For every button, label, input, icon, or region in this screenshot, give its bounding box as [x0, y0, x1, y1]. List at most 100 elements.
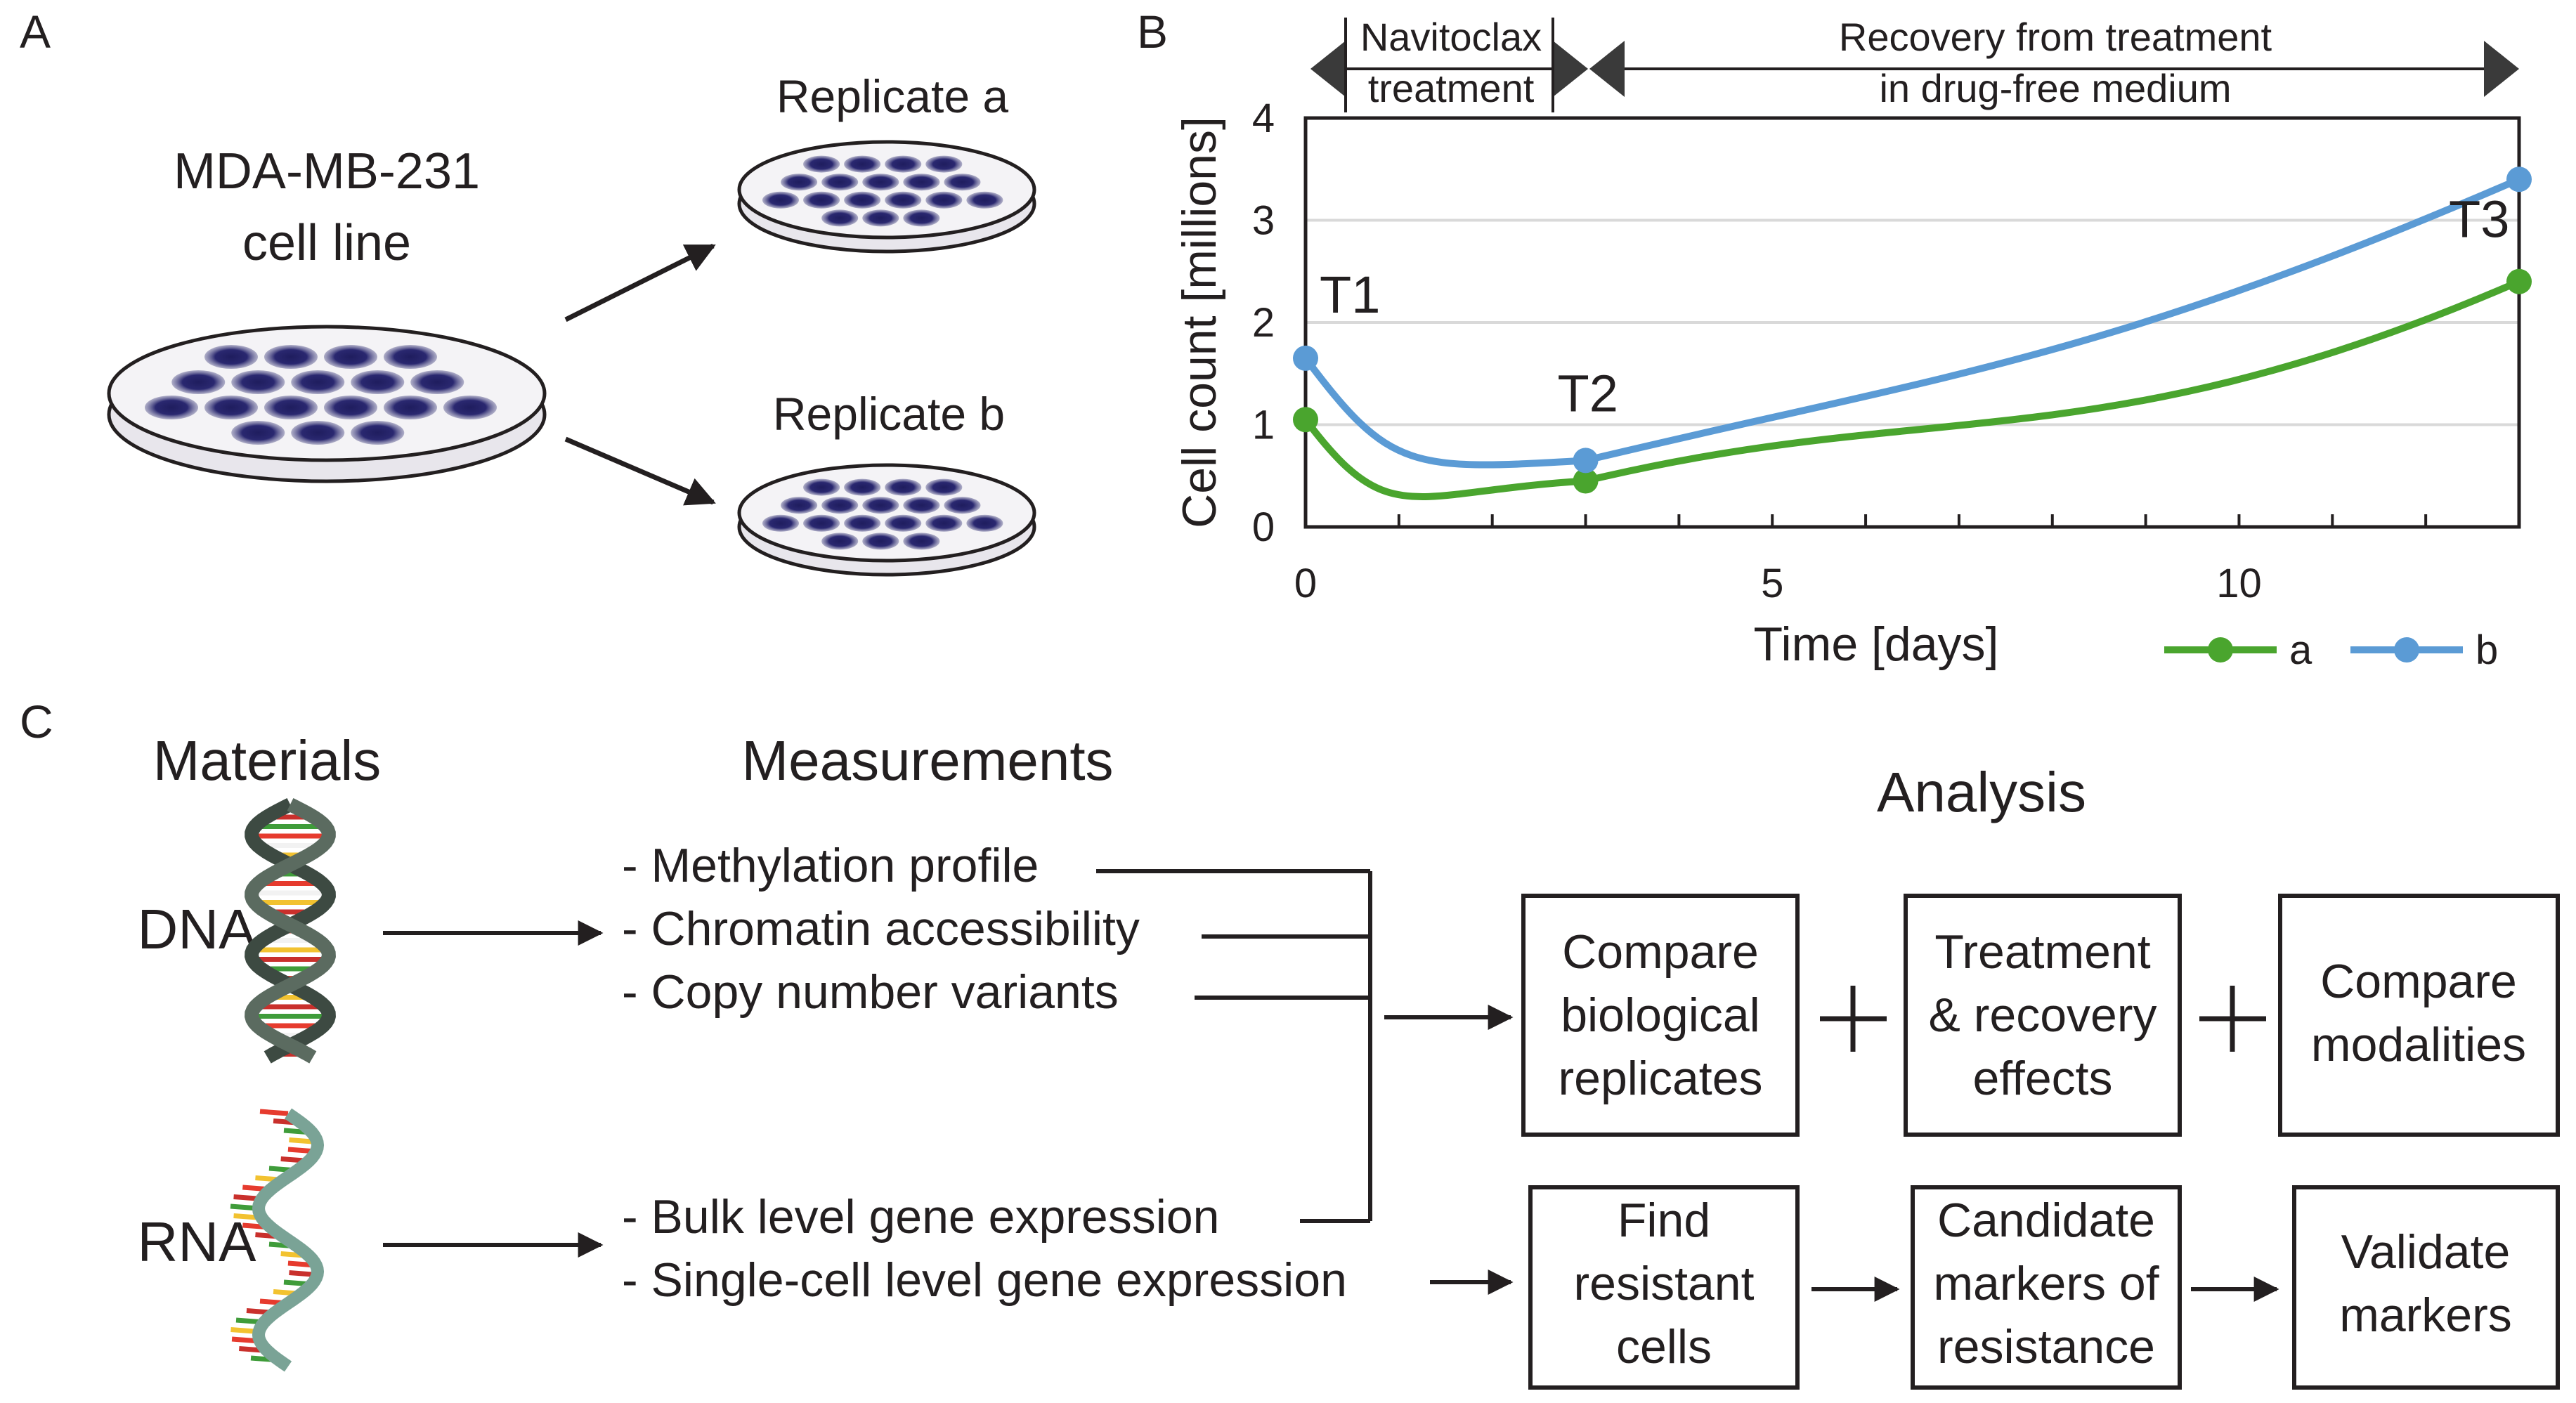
- analysis-box-find-resistant: [1528, 1185, 1800, 1390]
- cell: [885, 514, 922, 532]
- panel-a-label: A: [20, 6, 51, 58]
- legend-label: a: [2289, 627, 2312, 673]
- measurement-item: - Methylation profile: [622, 839, 1039, 892]
- cell: [821, 174, 859, 191]
- replicate-a-label: Replicate a: [776, 70, 1008, 122]
- analysis-box-line: resistant: [1574, 1257, 1755, 1310]
- x-tick-label: 10: [2216, 561, 2262, 606]
- cell: [291, 421, 345, 445]
- source-label-line1: MDA-MB-231: [174, 143, 480, 200]
- cell: [903, 497, 940, 514]
- cell: [762, 514, 799, 532]
- cell: [844, 155, 881, 173]
- dna-strand: [245, 798, 336, 1064]
- analysis-box-treatment-effects: [1904, 894, 2182, 1137]
- analysis-box-line: Compare: [2320, 955, 2517, 1008]
- cell: [944, 497, 981, 514]
- arrow-to-replicate-a: [564, 243, 716, 322]
- rna-label: RNA: [138, 1211, 257, 1273]
- panel-c: C Materials Measurements Analysis DNA RN…: [20, 696, 2560, 1390]
- measurements-header: Measurements: [741, 729, 1113, 792]
- cell: [204, 396, 258, 419]
- rna-strand-icon: [230, 1108, 325, 1372]
- dna-helix-icon: [245, 798, 336, 1064]
- cell: [171, 370, 226, 394]
- data-point-a: [1573, 468, 1599, 494]
- measurement-item: - Bulk level gene expression: [622, 1190, 1219, 1244]
- rna-measurement-list: - Bulk level gene expression - Single-ce…: [622, 1190, 1347, 1307]
- cell: [844, 514, 881, 532]
- cell: [885, 191, 922, 209]
- legend-label: b: [2476, 627, 2498, 673]
- cell: [781, 174, 818, 191]
- x-tick-label: 0: [1294, 561, 1317, 606]
- legend-marker-b: [2394, 637, 2419, 663]
- cell: [803, 155, 840, 173]
- analysis-box-line: Candidate: [1937, 1194, 2155, 1247]
- cell: [821, 209, 859, 227]
- cell: [264, 345, 318, 369]
- x-tick-label: 5: [1761, 561, 1783, 606]
- cell: [264, 396, 318, 419]
- cell: [862, 533, 899, 550]
- analysis-box-line: modalities: [2311, 1018, 2526, 1071]
- cell: [291, 370, 345, 394]
- data-point-b: [2506, 167, 2532, 192]
- panel-c-label: C: [20, 696, 53, 748]
- replicate-a-dish: [737, 140, 1036, 254]
- base: [259, 1109, 289, 1116]
- y-tick-label: 1: [1252, 403, 1275, 448]
- materials-header: Materials: [153, 729, 382, 792]
- data-point-a: [2506, 268, 2532, 294]
- rna-backbone: [252, 1108, 325, 1372]
- cell: [803, 514, 840, 532]
- cell: [821, 533, 859, 550]
- cell: [844, 191, 881, 209]
- cell: [885, 478, 922, 496]
- cell: [925, 155, 963, 173]
- analysis-box-line: markers: [2339, 1288, 2512, 1342]
- cell: [925, 191, 963, 209]
- cell: [944, 174, 981, 191]
- cell: [231, 370, 285, 394]
- source-petri-dish: [107, 325, 547, 483]
- cell-cluster: [145, 345, 497, 445]
- y-axis-label: Cell count [millions]: [1173, 117, 1226, 528]
- dna-strand: [245, 798, 336, 1064]
- analysis-box-line: resistance: [1937, 1320, 2155, 1373]
- data-point-b: [1293, 345, 1318, 371]
- cell: [443, 396, 497, 419]
- phase-recovery-arrow: [1589, 41, 2519, 97]
- data-point-a: [1293, 407, 1318, 433]
- data-point-b: [1573, 448, 1599, 474]
- cell: [862, 209, 899, 227]
- series-line-a: [1303, 278, 2520, 500]
- timepoint-label: T1: [1320, 266, 1380, 324]
- dna-label: DNA: [138, 898, 257, 960]
- y-tick-label: 0: [1252, 504, 1275, 550]
- cell: [324, 396, 377, 419]
- cell: [862, 174, 899, 191]
- cell: [145, 396, 198, 419]
- cell: [231, 421, 285, 445]
- y-tick-label: 3: [1252, 198, 1275, 244]
- panel-b: B Navitoclax treatment Recovery from tre…: [1137, 6, 2532, 673]
- analysis-box-candidate-markers: [1911, 1185, 2182, 1390]
- phase-treatment-line2: treatment: [1368, 66, 1535, 110]
- analysis-box-line: effects: [1972, 1052, 2112, 1105]
- cell: [903, 533, 940, 550]
- cell: [862, 497, 899, 514]
- analysis-box-compare-modalities: [2278, 894, 2560, 1137]
- replicate-b-label: Replicate b: [773, 388, 1005, 440]
- cell: [351, 370, 405, 394]
- cell: [781, 497, 818, 514]
- source-label-line2: cell line: [242, 215, 411, 271]
- cell: [324, 345, 377, 369]
- series-line-b: [1303, 176, 2520, 469]
- analysis-box-line: Validate: [2341, 1225, 2511, 1279]
- cell-cluster: [762, 155, 1003, 227]
- cell: [351, 421, 405, 445]
- measurement-item: - Single-cell level gene expression: [622, 1253, 1347, 1307]
- timepoint-label: T2: [1558, 364, 1618, 422]
- cell-cluster: [762, 478, 1003, 550]
